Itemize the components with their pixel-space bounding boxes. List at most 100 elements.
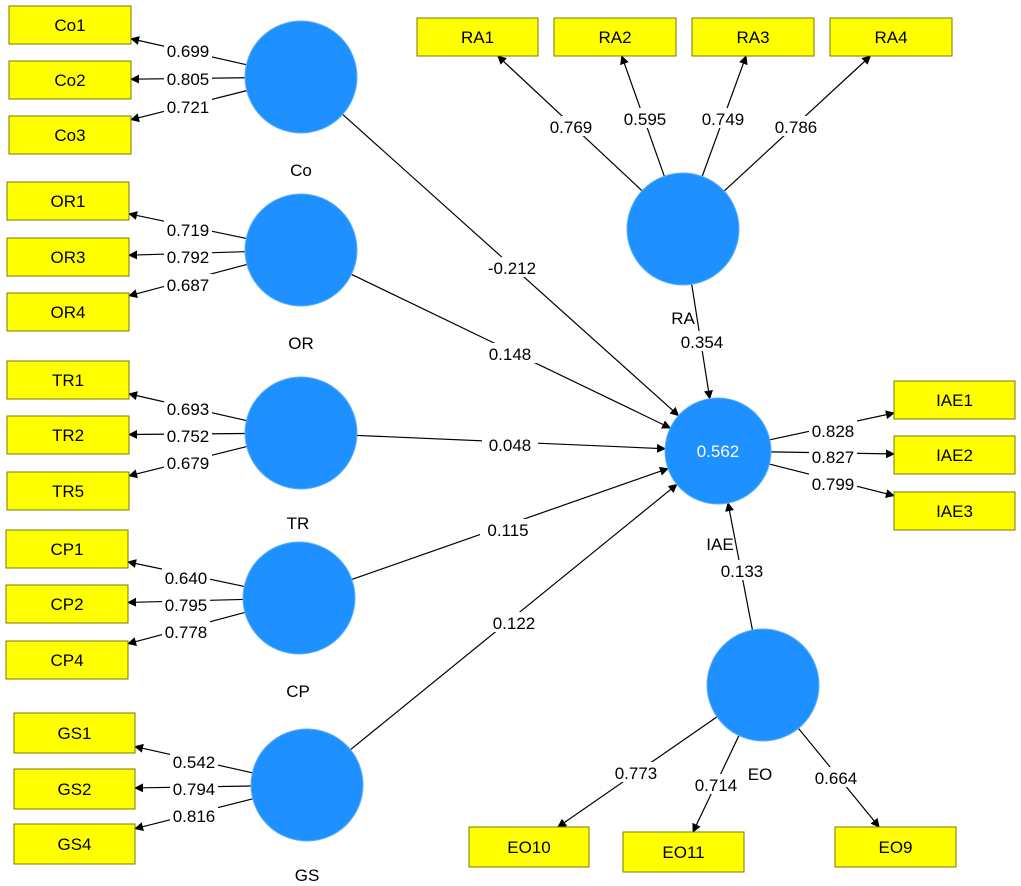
indicator-label: IAE3: [936, 502, 973, 521]
loading-value-ra3: 0.749: [702, 110, 745, 129]
indicator-ra2[interactable]: RA2: [553, 17, 677, 57]
indicator-label: EO9: [878, 838, 912, 857]
indicator-eo10[interactable]: EO10: [468, 826, 590, 868]
indicator-box: [893, 380, 1016, 420]
indicator-label: EO11: [662, 843, 704, 862]
indicator-box: [13, 823, 136, 865]
indicator-label: RA2: [598, 28, 631, 47]
path-label-bg: [486, 612, 542, 632]
indicator-eo11[interactable]: EO11: [622, 831, 745, 873]
indicator-label: GS2: [57, 780, 91, 799]
loading-label-bg: [812, 767, 860, 787]
loading-label-bg: [162, 567, 210, 587]
loading-label-bg: [170, 805, 218, 825]
indicator-gs2[interactable]: GS2: [13, 768, 136, 810]
indicator-eo9[interactable]: EO9: [834, 826, 957, 868]
indicator-box: [416, 17, 539, 57]
loading-label-bg: [164, 452, 212, 472]
construct-eo[interactable]: [706, 628, 820, 742]
loading-label-bg: [164, 274, 212, 294]
construct-ra[interactable]: [626, 172, 740, 286]
loading-value-co2: 0.805: [167, 70, 210, 89]
indicator-box: [8, 115, 132, 155]
loading-label-bg: [699, 108, 747, 128]
loading-value-co1: 0.699: [167, 42, 210, 61]
loading-label-bg: [164, 40, 212, 60]
indicator-or3[interactable]: OR3: [6, 237, 130, 277]
indicator-label: Co1: [54, 16, 85, 35]
indicator-tr1[interactable]: TR1: [6, 360, 130, 400]
indicator-cp2[interactable]: CP2: [5, 584, 129, 624]
construct-name-co: Co: [290, 161, 312, 180]
indicator-gs1[interactable]: GS1: [13, 712, 136, 754]
loading-label-bg: [170, 751, 218, 771]
construct-circle: [664, 397, 772, 505]
loading-value-gs1: 0.542: [173, 753, 216, 772]
indicator-box: [6, 415, 130, 455]
loading-value-iae3: 0.799: [812, 475, 855, 494]
indicator-tr2[interactable]: TR2: [6, 415, 130, 455]
indicator-label: IAE2: [936, 446, 973, 465]
indicator-label: RA4: [874, 28, 907, 47]
indicator-box: [553, 17, 677, 57]
loading-label-bg: [809, 420, 857, 440]
indicator-ra4[interactable]: RA4: [829, 17, 953, 57]
indicator-box: [6, 360, 130, 400]
indicator-ra1[interactable]: RA1: [416, 17, 539, 57]
path-label-bg: [480, 519, 536, 539]
indicator-co1[interactable]: Co1: [8, 5, 132, 45]
loading-value-ra2: 0.595: [624, 110, 667, 129]
path-coefficient-eo: 0.133: [721, 562, 764, 581]
construct-gs[interactable]: [250, 728, 364, 842]
path-coefficient-or: 0.148: [489, 345, 532, 364]
indicator-label: TR5: [52, 482, 84, 501]
construct-circle: [244, 193, 358, 307]
indicator-box: [5, 640, 129, 680]
indicator-label: CP2: [50, 595, 83, 614]
indicator-label: GS4: [57, 835, 91, 854]
path-coefficient-gs: 0.122: [493, 614, 536, 633]
indicator-co3[interactable]: Co3: [8, 115, 132, 155]
path-coefficient-tr: 0.048: [489, 436, 532, 455]
loading-value-iae1: 0.828: [812, 422, 855, 441]
construct-tr[interactable]: [244, 376, 358, 490]
path-label-bg: [674, 331, 730, 351]
indicator-iae1[interactable]: IAE1: [893, 380, 1016, 420]
indicator-label: Co3: [54, 126, 85, 145]
indicator-co2[interactable]: Co2: [8, 60, 132, 100]
indicator-cp4[interactable]: CP4: [5, 640, 129, 680]
construct-name-cp: CP: [286, 682, 310, 701]
indicator-box: [622, 831, 745, 873]
loading-value-eo10: 0.773: [615, 764, 658, 783]
indicator-label: IAE1: [936, 391, 973, 410]
construct-co[interactable]: [244, 20, 358, 134]
indicator-gs4[interactable]: GS4: [13, 823, 136, 865]
construct-name-tr: TR: [287, 514, 310, 533]
construct-iae[interactable]: 0.562: [664, 397, 772, 505]
indicator-label: CP4: [50, 651, 83, 670]
indicator-label: CP1: [50, 540, 83, 559]
indicator-or1[interactable]: OR1: [6, 181, 130, 221]
construct-cp[interactable]: [242, 541, 356, 655]
construct-circle: [250, 728, 364, 842]
indicator-ra3[interactable]: RA3: [691, 17, 815, 57]
construct-or[interactable]: [244, 193, 358, 307]
loading-value-tr1: 0.693: [167, 400, 210, 419]
loading-value-tr5: 0.679: [167, 454, 210, 473]
indicator-cp1[interactable]: CP1: [5, 529, 129, 569]
indicator-box: [6, 237, 130, 277]
loading-value-cp1: 0.640: [165, 569, 208, 588]
construct-circle: [706, 628, 820, 742]
indicator-iae2[interactable]: IAE2: [893, 435, 1016, 475]
loading-label-bg: [772, 116, 820, 136]
indicator-or4[interactable]: OR4: [6, 292, 130, 332]
indicator-tr5[interactable]: TR5: [6, 471, 130, 511]
indicator-label: OR1: [51, 192, 86, 211]
loading-value-cp4: 0.778: [165, 623, 208, 642]
indicator-box: [6, 181, 130, 221]
indicator-iae3[interactable]: IAE3: [893, 491, 1016, 531]
indicator-box: [13, 768, 136, 810]
r-squared-value: 0.562: [697, 442, 740, 461]
indicator-label: GS1: [57, 724, 91, 743]
